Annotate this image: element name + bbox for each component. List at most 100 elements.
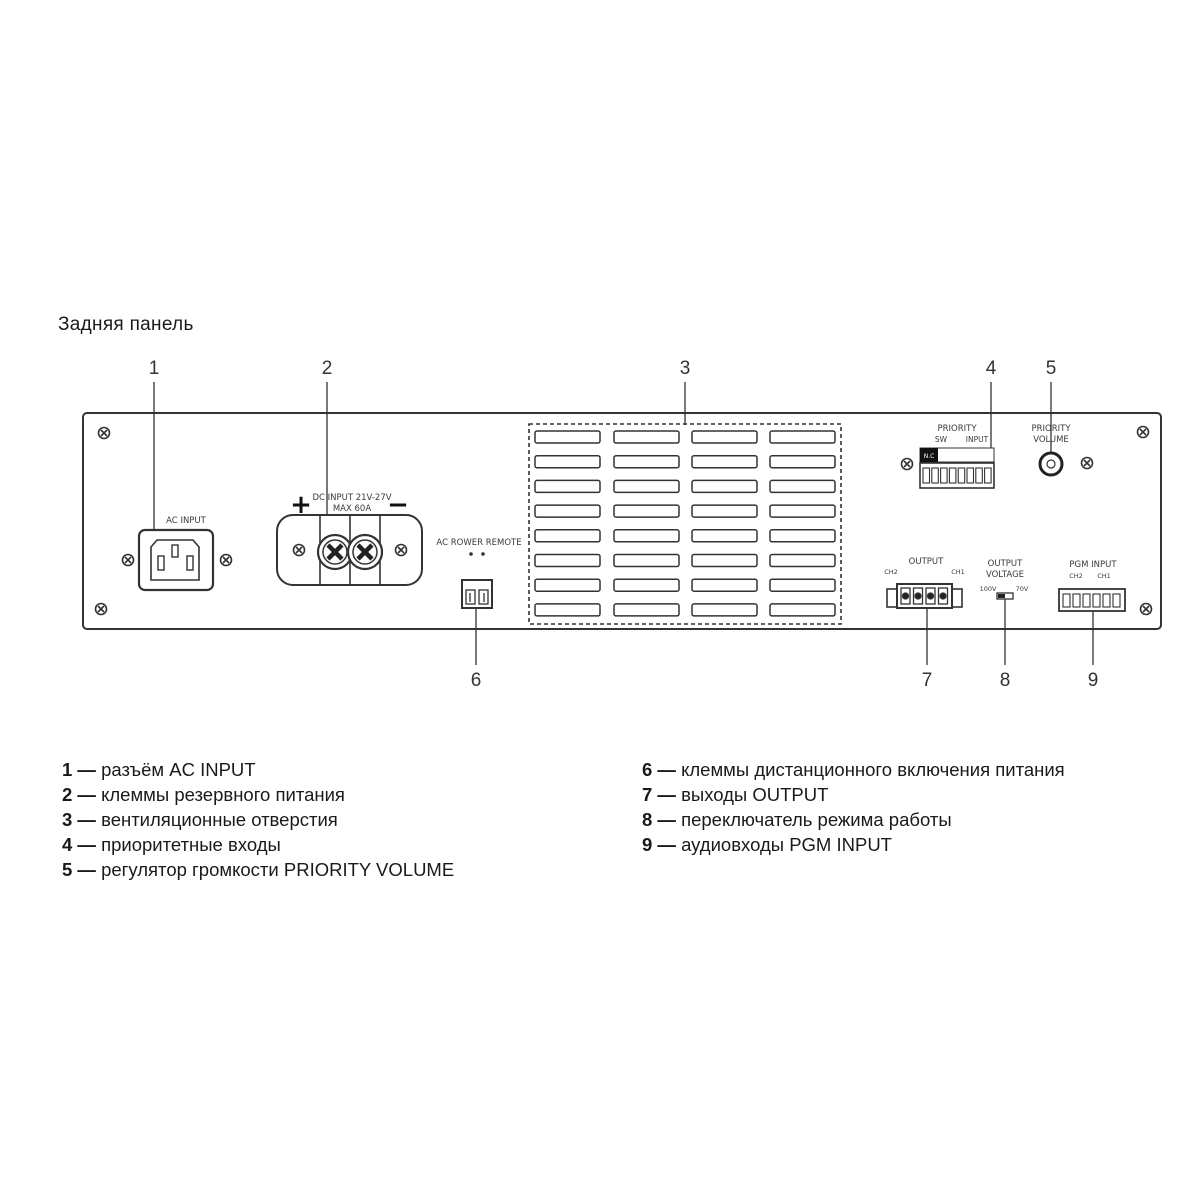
vent-slot	[613, 578, 680, 592]
legend-item: 5 — регулятор громкости PRIORITY VOLUME	[62, 857, 454, 882]
output-voltage-label-2: VOLTAGE	[986, 570, 1024, 580]
vent-slot	[691, 603, 758, 617]
callout-3: 3	[680, 358, 691, 379]
ac-power-remote-label: AC ROWER REMOTE	[436, 538, 521, 548]
output-ch2-label: CH2	[884, 568, 898, 576]
pgm-input-terminal: PGM INPUT CH2 CH1	[1058, 560, 1126, 612]
minus-icon: −	[387, 490, 409, 520]
terminal-pin	[966, 467, 975, 484]
terminal-screw	[914, 592, 922, 600]
legend-number: 2 —	[62, 784, 96, 805]
terminal-pin	[1112, 593, 1121, 608]
terminal-pin	[948, 467, 957, 484]
terminal-pin	[1072, 593, 1081, 608]
vent-slot	[691, 529, 758, 543]
vent-area-outline	[528, 423, 842, 625]
legend-item: 3 — вентиляционные отверстия	[62, 807, 454, 832]
vent-slot	[613, 430, 680, 444]
leader-lines	[153, 382, 1094, 665]
callout-6: 6	[471, 670, 482, 691]
pgm-ch1-label: CH1	[1097, 572, 1111, 580]
vent-slot	[534, 504, 601, 518]
vent-slot	[769, 504, 836, 518]
terminal-screw	[939, 592, 947, 600]
legend-item: 1 — разъём AC INPUT	[62, 757, 454, 782]
pgm-ch2-label: CH2	[1069, 572, 1083, 580]
legend-text: выходы OUTPUT	[675, 784, 829, 805]
vent-slot	[613, 553, 680, 568]
vent-slot	[613, 454, 680, 469]
ac-power-remote-terminal: AC ROWER REMOTE	[436, 538, 522, 609]
legend-number: 9 —	[642, 834, 676, 855]
priority-label: PRIORITY	[937, 424, 977, 434]
screw-icon	[1139, 602, 1153, 616]
priority-sw-label: SW	[935, 435, 948, 444]
legend-item: 4 — приоритетные входы	[62, 832, 454, 857]
legend-text: приоритетные входы	[95, 834, 281, 855]
pgm-input-label: PGM INPUT	[1069, 560, 1117, 570]
dc-input-label-2: MAX 60A	[333, 504, 371, 514]
vent-slot	[534, 553, 601, 568]
terminal-pin	[1062, 593, 1071, 608]
vent-slot	[534, 479, 601, 494]
priority-volume-knob: PRIORITY VOLUME	[1031, 424, 1094, 477]
page-title: Задняя панель	[58, 314, 194, 335]
terminal-pin	[940, 467, 948, 484]
voltage-70v-label: 70V	[1016, 585, 1029, 593]
legend-number: 5 —	[62, 859, 96, 880]
priority-input-label: INPUT	[966, 435, 989, 444]
callout-7: 7	[922, 670, 933, 691]
terminal-pin	[975, 467, 983, 484]
vent-slot	[769, 529, 836, 543]
vent-slot	[534, 430, 601, 444]
legend-text: клеммы резервного питания	[95, 784, 345, 805]
legend-number: 7 —	[642, 784, 676, 805]
legend-text: переключатель режима работы	[675, 809, 952, 830]
vent-slot	[534, 529, 601, 543]
legend-number: 1 —	[62, 759, 96, 780]
vent-slot	[534, 603, 601, 617]
legend-number: 4 —	[62, 834, 96, 855]
dc-input-label-1: DC INPUT 21V-27V	[312, 493, 391, 503]
terminal-pin	[1082, 593, 1091, 608]
legend-text: клеммы дистанционного включения питания	[675, 759, 1065, 780]
screw-icon	[97, 426, 111, 440]
vent-slot	[534, 454, 601, 469]
output-voltage-switch: OUTPUT VOLTAGE 100V 70V	[980, 559, 1029, 600]
screw-icon	[1136, 425, 1150, 439]
vent-slot	[769, 479, 836, 494]
legend-number: 8 —	[642, 809, 676, 830]
legend-item: 7 — выходы OUTPUT	[642, 782, 1065, 807]
legend-text: вентиляционные отверстия	[95, 809, 338, 830]
output-voltage-label-1: OUTPUT	[988, 559, 1023, 569]
legend-text: аудиовходы PGM INPUT	[675, 834, 892, 855]
callout-1: 1	[149, 358, 160, 379]
callout-4: 4	[986, 358, 997, 379]
terminal-pin	[1102, 593, 1111, 608]
terminal-screw	[926, 592, 935, 600]
voltage-100v-label: 100V	[980, 585, 997, 593]
vent-slot	[691, 454, 758, 469]
callout-5: 5	[1046, 358, 1057, 379]
vent-slot	[613, 529, 680, 543]
ac-input-socket: AC INPUT	[121, 516, 233, 592]
vent-slot	[769, 454, 836, 469]
vent-slot	[534, 578, 601, 592]
terminal-pin	[957, 467, 966, 484]
plus-icon: +	[290, 490, 312, 520]
vent-slot	[769, 430, 836, 444]
vent-slot	[691, 578, 758, 592]
legend-item: 2 — клеммы резервного питания	[62, 782, 454, 807]
callout-numbers: 1 2 3 4 5 6 7 8 9	[149, 358, 1099, 691]
dc-input-terminals: DC INPUT 21V-27V MAX 60A + −	[276, 490, 423, 586]
legend-item: 9 — аудиовходы PGM INPUT	[642, 832, 1065, 857]
priority-volume-label-2: VOLUME	[1033, 435, 1069, 445]
legend-text: регулятор громкости PRIORITY VOLUME	[95, 859, 455, 880]
ventilation-holes	[534, 430, 836, 617]
legend-right: 6 — клеммы дистанционного включения пита…	[642, 757, 1065, 857]
legend-item: 8 — переключатель режима работы	[642, 807, 1065, 832]
priority-input-terminal: PRIORITY SW INPUT N.C	[900, 424, 995, 489]
vent-slot	[691, 504, 758, 518]
callout-2: 2	[322, 358, 333, 379]
